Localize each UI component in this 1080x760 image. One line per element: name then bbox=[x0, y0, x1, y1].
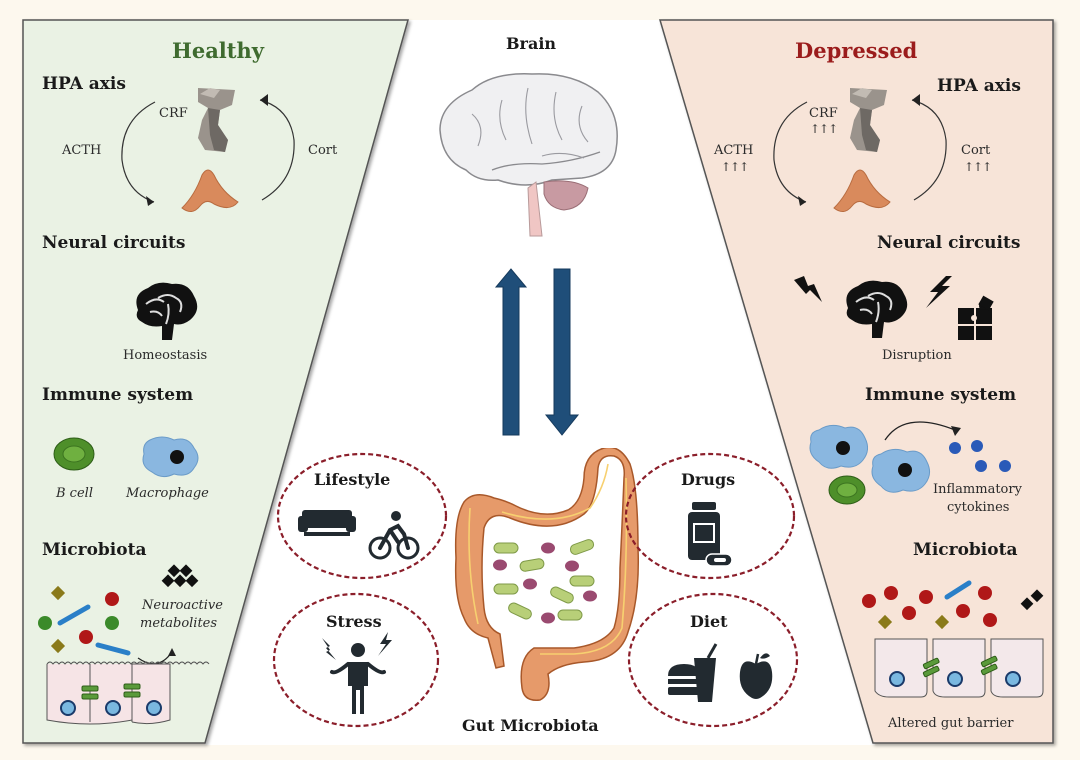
lightning-icon bbox=[322, 638, 336, 660]
cort-increase-icon: ↑↑↑ bbox=[964, 160, 992, 174]
depressed-crf-label: CRF bbox=[809, 106, 838, 121]
gut-microbiota-label: Gut Microbiota bbox=[462, 716, 599, 735]
depressed-neural-diagram bbox=[794, 276, 994, 340]
apple-icon bbox=[739, 653, 773, 699]
healthy-acth-label: ACTH bbox=[62, 143, 102, 158]
brainstem bbox=[527, 181, 543, 237]
factor-rings bbox=[272, 452, 799, 728]
hypothalamus-icon bbox=[850, 88, 887, 152]
brain-silhouette-icon bbox=[136, 282, 198, 340]
colon-illustration-icon bbox=[454, 448, 640, 701]
lightning-icon bbox=[378, 632, 392, 656]
disruption-caption: Disruption bbox=[882, 348, 952, 363]
arrow-head-icon bbox=[260, 94, 268, 106]
macrophage-label: Macrophage bbox=[126, 486, 209, 501]
pill-bottle-icon bbox=[688, 502, 733, 567]
sofa-icon bbox=[298, 510, 356, 536]
b-cell-label: B cell bbox=[56, 486, 93, 501]
stress-label: Stress bbox=[326, 612, 382, 631]
down-arrow-icon bbox=[544, 268, 580, 436]
stressed-person-icon bbox=[322, 632, 392, 714]
arrow-head-icon bbox=[146, 196, 154, 206]
depressed-panel bbox=[658, 19, 1054, 744]
healthy-panel bbox=[22, 19, 409, 744]
altered-gut-barrier-caption: Altered gut barrier bbox=[888, 716, 1014, 731]
arrow-head-icon bbox=[798, 196, 806, 206]
diet-ring bbox=[627, 592, 799, 728]
brain-illustration-icon bbox=[439, 73, 618, 237]
lightning-icon bbox=[794, 276, 822, 302]
lifestyle-ring bbox=[276, 452, 448, 580]
puzzle-icon bbox=[958, 295, 994, 340]
macrophage-icon bbox=[809, 424, 869, 469]
metabolites-icon bbox=[1020, 589, 1044, 611]
depressed-cort-label: Cort bbox=[961, 143, 991, 158]
adrenal-gland-icon bbox=[833, 169, 891, 212]
arrow-head-icon bbox=[912, 94, 920, 106]
healthy-microbiota-diagram bbox=[38, 564, 210, 725]
diet-label: Diet bbox=[690, 612, 728, 631]
healthy-neural-heading: Neural circuits bbox=[42, 233, 186, 253]
depressed-immune-diagram bbox=[809, 421, 1011, 505]
depressed-acth-label: ACTH bbox=[714, 143, 754, 158]
depressed-immune-heading: Immune system bbox=[865, 385, 1017, 405]
depressed-neural-heading: Neural circuits bbox=[877, 233, 1021, 253]
b-cell-icon bbox=[53, 437, 95, 471]
metabolites-label-line1: Neuroactive bbox=[142, 598, 223, 613]
adrenal-gland-icon bbox=[181, 169, 239, 212]
healthy-immune-cells bbox=[53, 436, 199, 478]
healthy-hpa-heading: HPA axis bbox=[42, 74, 126, 94]
release-arrow bbox=[884, 421, 956, 441]
depressed-microbiota-heading: Microbiota bbox=[913, 540, 1018, 560]
lifestyle-label: Lifestyle bbox=[314, 470, 391, 489]
drugs-label: Drugs bbox=[681, 470, 736, 489]
brain-silhouette-icon bbox=[846, 280, 908, 338]
healthy-immune-heading: Immune system bbox=[42, 385, 194, 405]
macrophage-icon bbox=[142, 436, 199, 478]
healthy-microbiota-heading: Microbiota bbox=[42, 540, 147, 560]
epithelial-cells-icon bbox=[46, 661, 210, 725]
up-arrow-icon bbox=[494, 268, 528, 436]
depressed-hpa-diagram bbox=[773, 88, 947, 212]
healthy-crf-label: CRF bbox=[159, 106, 188, 121]
homeostasis-caption: Homeostasis bbox=[123, 348, 208, 363]
neuroactive-metabolites-icon bbox=[161, 564, 199, 588]
depressed-title: Depressed bbox=[795, 38, 918, 63]
b-cell-icon bbox=[828, 475, 866, 505]
depressed-hpa-heading: HPA axis bbox=[937, 76, 1021, 96]
crf-increase-icon: ↑↑↑ bbox=[810, 122, 838, 136]
stress-ring bbox=[272, 592, 440, 728]
cerebellum bbox=[543, 180, 589, 211]
cyclist-icon bbox=[368, 511, 420, 560]
metabolites-label-line2: metabolites bbox=[140, 616, 218, 631]
healthy-hpa-diagram bbox=[121, 88, 295, 212]
arrow-head-icon bbox=[951, 426, 961, 436]
acth-increase-icon: ↑↑↑ bbox=[721, 160, 749, 174]
drugs-ring bbox=[624, 452, 796, 580]
cytokines-label-line2: cytokines bbox=[947, 500, 1010, 515]
cytokines-label-line1: Inflammatory bbox=[933, 482, 1022, 497]
lightning-icon bbox=[926, 276, 952, 308]
depressed-microbiota-diagram bbox=[862, 580, 1044, 698]
bidirectional-arrows bbox=[494, 268, 580, 436]
healthy-title: Healthy bbox=[172, 38, 264, 63]
fast-food-icon bbox=[668, 643, 718, 702]
brain-label: Brain bbox=[506, 34, 557, 53]
cytokines-icon bbox=[949, 440, 1011, 472]
hypothalamus-icon bbox=[198, 88, 235, 152]
gut-bacteria bbox=[493, 539, 597, 624]
healthy-cort-label: Cort bbox=[308, 143, 338, 158]
epithelial-cells-icon bbox=[874, 638, 1044, 698]
macrophage-icon bbox=[871, 448, 931, 493]
